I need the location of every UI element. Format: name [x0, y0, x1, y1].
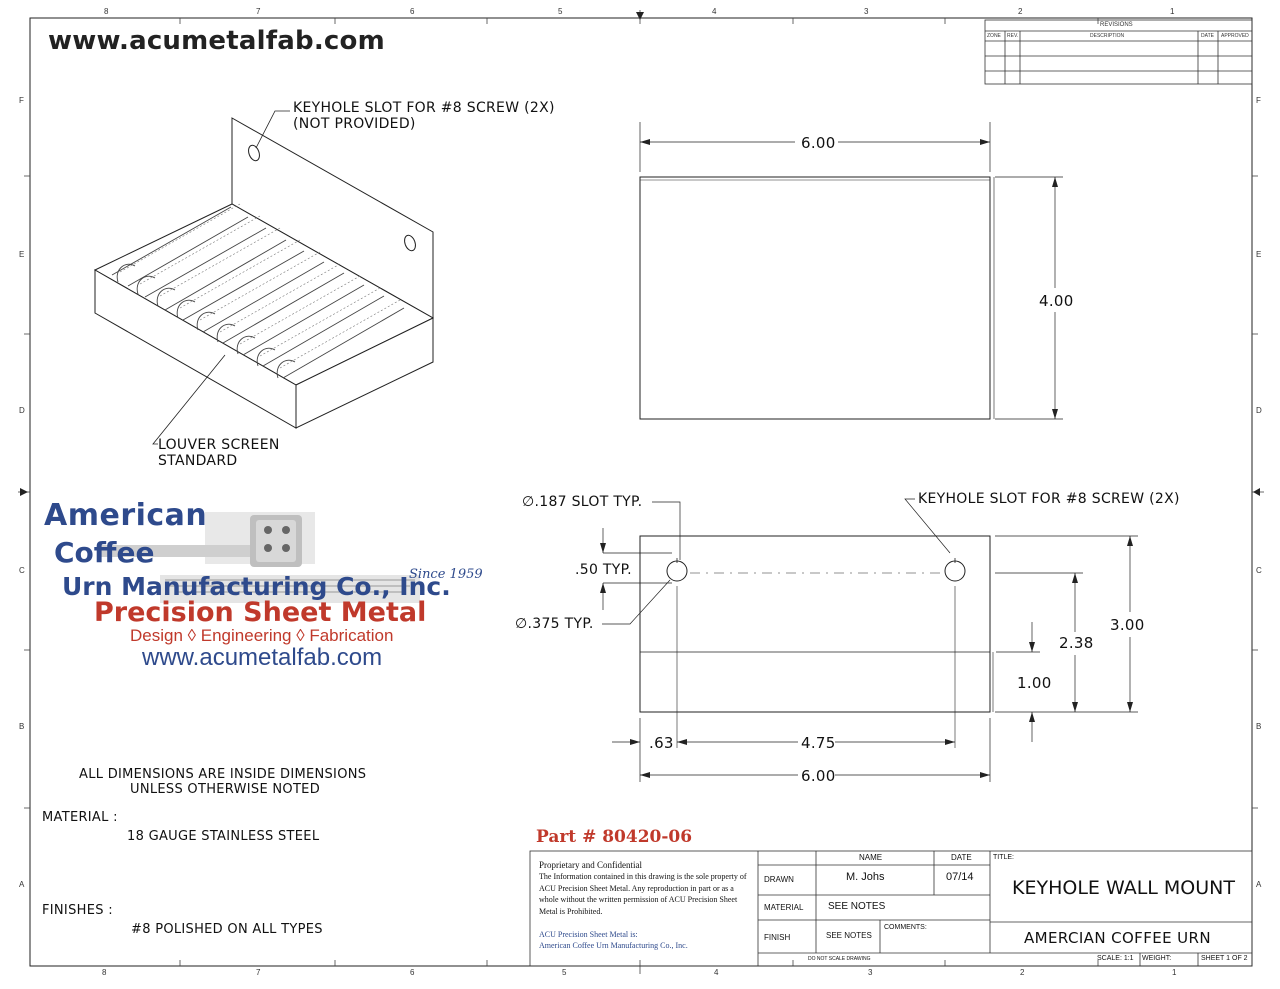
logo-line2: Coffee	[54, 536, 155, 569]
zone-label-top-5: 5	[558, 7, 563, 16]
left-offset-dim: .63	[649, 734, 674, 752]
slot-offset-dim: .50 TYP.	[575, 562, 632, 578]
drawing-title: KEYHOLE WALL MOUNT	[1012, 877, 1235, 899]
logo-urn: Urn Manufacturing Co., Inc.	[62, 572, 451, 601]
zone-label-bottom-3: 3	[868, 968, 873, 977]
iso-keyhole-note-line2: (NOT PROVIDED)	[293, 116, 416, 132]
hole-spacing-dim: 4.75	[801, 734, 836, 752]
finish-block-label: FINISH	[764, 933, 791, 942]
zone-label-top-6: 6	[410, 7, 415, 16]
drawn-date: 07/14	[946, 871, 974, 883]
finish-block-value: SEE NOTES	[826, 931, 872, 940]
logo-american: American	[44, 498, 207, 533]
header-url: www.acumetalfab.com	[48, 26, 385, 56]
zone-label-right-A: A	[1256, 880, 1262, 889]
zone-label-bottom-4: 4	[714, 968, 719, 977]
zone-label-top-7: 7	[256, 7, 261, 16]
name-header: NAME	[859, 853, 883, 862]
logo-services: Design ◊ Engineering ◊ Fabrication	[130, 626, 394, 645]
title-label: TITLE:	[993, 854, 1015, 861]
material-block-label: MATERIAL	[764, 903, 804, 912]
finishes-value: #8 POLISHED ON ALL TYPES	[131, 922, 323, 937]
logo-since: Since 1959	[409, 567, 483, 582]
louver-note-line2: STANDARD	[158, 453, 238, 469]
lip-height-dim: 1.00	[1017, 674, 1052, 692]
zone-label-bottom-2: 2	[1020, 968, 1025, 977]
scale-label: SCALE: 1:1	[1097, 955, 1134, 962]
zone-label-bottom-5: 5	[562, 968, 567, 977]
front-height-dim: 3.00	[1110, 616, 1145, 634]
zone-label-bottom-6: 6	[410, 968, 415, 977]
sheet-label: SHEET 1 OF 2	[1201, 955, 1248, 962]
weight-label: WEIGHT:	[1142, 955, 1172, 962]
zone-label-top-3: 3	[864, 7, 869, 16]
rev-col-approved: APPROVED	[1221, 33, 1249, 39]
do-not-scale: DO NOT SCALE DRAWING	[808, 956, 871, 962]
revisions-title: REVISIONS	[1100, 22, 1133, 28]
hole-diameter-dim: ∅.375 TYP.	[515, 616, 594, 632]
zone-label-right-D: D	[1256, 406, 1262, 415]
zone-label-top-4: 4	[712, 7, 717, 16]
zone-label-right-C: C	[1256, 566, 1262, 575]
slot-diameter-dim: ∅.187 SLOT TYP.	[522, 494, 643, 510]
zone-label-left-D: D	[19, 406, 25, 415]
hole-height-dim: 2.38	[1059, 634, 1094, 652]
zone-label-top-8: 8	[104, 7, 109, 16]
rev-col-date: DATE	[1201, 33, 1214, 39]
date-header: DATE	[951, 853, 972, 862]
rev-col-description: DESCRIPTION	[1090, 33, 1125, 39]
zone-label-bottom-7: 7	[256, 968, 261, 977]
material-value: 18 GAUGE STAINLESS STEEL	[127, 829, 320, 844]
zone-label-left-A: A	[19, 880, 25, 889]
logo-url: www.acumetalfab.com	[142, 644, 383, 671]
louver-note-line1: LOUVER SCREEN	[158, 437, 280, 453]
finishes-label: FINISHES :	[42, 903, 113, 918]
logo-machine-image	[100, 512, 420, 603]
logo-coffee: Coffee	[54, 536, 154, 569]
comments-label: COMMENTS:	[884, 924, 927, 931]
zone-label-left-E: E	[19, 250, 25, 259]
zone-label-right-B: B	[1256, 722, 1262, 731]
front-keyhole-note: KEYHOLE SLOT FOR #8 SCREW (2X)	[918, 491, 1180, 507]
drawn-name: M. Johs	[846, 871, 885, 883]
iso-keyhole-note-line1: KEYHOLE SLOT FOR #8 SCREW (2X)	[293, 100, 555, 116]
logo-line3: Urn Manufacturing Co., Inc.	[62, 572, 451, 601]
top-view	[639, 122, 1063, 420]
zone-label-right-E: E	[1256, 250, 1262, 259]
revisions-table	[984, 19, 1253, 85]
title-block-lines	[529, 850, 1253, 967]
zone-label-left-C: C	[19, 566, 25, 575]
material-label: MATERIAL :	[42, 810, 118, 825]
company-name: AMERCIAN COFFEE URN	[1024, 929, 1211, 947]
front-view	[602, 498, 1138, 782]
material-block-value: SEE NOTES	[828, 901, 886, 912]
logo-line1: American	[44, 498, 208, 533]
drawn-label: DRAWN	[764, 875, 794, 884]
dims-note-line1: ALL DIMENSIONS ARE INSIDE DIMENSIONS	[79, 767, 367, 782]
acu-line2: American Coffee Urn Manufacturing Co., I…	[539, 941, 688, 950]
top-view-width-dim: 6.00	[801, 134, 836, 152]
part-number: Part # 80420-06	[536, 827, 693, 847]
zone-label-left-B: B	[19, 722, 25, 731]
logo-precision: Precision Sheet Metal	[94, 597, 427, 628]
rev-col-zone: ZONE	[987, 33, 1001, 39]
dims-note-line2: UNLESS OTHERWISE NOTED	[130, 782, 321, 797]
proprietary-text: The Information contained in this drawin…	[539, 872, 747, 916]
top-view-height-dim: 4.00	[1039, 292, 1074, 310]
front-width-dim: 6.00	[801, 767, 836, 785]
zone-label-top-1: 1	[1170, 7, 1175, 16]
isometric-view	[93, 117, 435, 429]
zone-label-bottom-1: 1	[1172, 968, 1177, 977]
acu-line: ACU Precision Sheet Metal is:	[539, 930, 638, 939]
proprietary-title: Proprietary and Confidential	[539, 860, 642, 870]
zone-label-left-F: F	[19, 96, 24, 105]
zone-label-right-F: F	[1256, 96, 1261, 105]
rev-col-rev: REV.	[1007, 33, 1019, 39]
zone-label-top-2: 2	[1018, 7, 1023, 16]
zone-label-bottom-8: 8	[102, 968, 107, 977]
